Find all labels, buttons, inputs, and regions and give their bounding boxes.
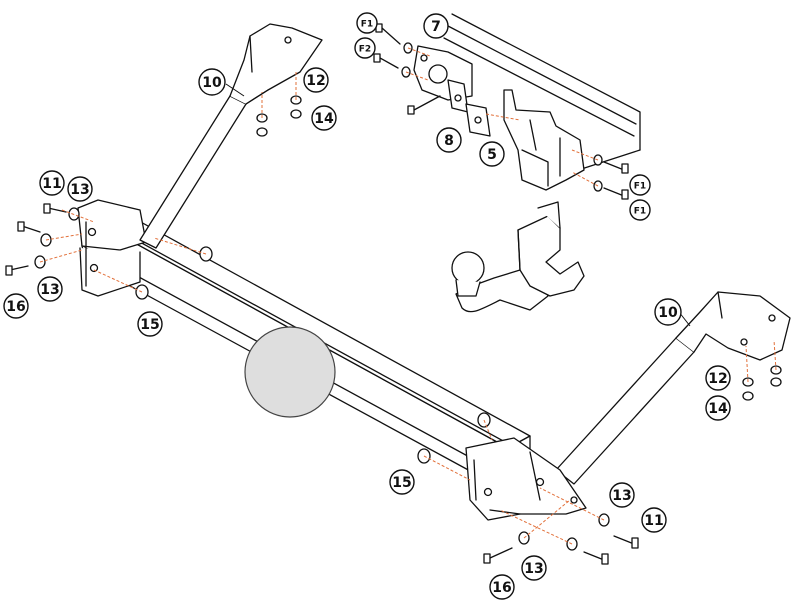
- bolt-icon: [373, 53, 399, 69]
- callout-c11a: 11: [39, 170, 65, 196]
- callout-number: 8: [444, 133, 454, 149]
- callout-c16a: 16: [3, 293, 29, 319]
- right-mounting-bracket: [465, 437, 587, 521]
- callout-c11b: 11: [641, 507, 667, 533]
- callout-c10a: 10: [198, 68, 226, 96]
- bolt-icon: [375, 23, 401, 45]
- callout-number: 12: [708, 371, 727, 387]
- bolt-icon: [5, 265, 29, 276]
- callout-c12b: 12: [705, 365, 731, 391]
- callout-c15b: 15: [389, 469, 415, 495]
- bolt-icon: [17, 221, 41, 233]
- callout-circle: [489, 574, 515, 600]
- callout-cF1a: F1: [356, 12, 378, 34]
- bolt-icon: [613, 535, 639, 549]
- hitch-ball: [451, 251, 485, 297]
- callout-number: 7: [431, 19, 441, 35]
- callout-circle: [137, 311, 163, 337]
- hitch-socket-body: [503, 89, 585, 191]
- callout-c14a: 14: [311, 105, 337, 131]
- callout-number: 14: [708, 401, 728, 417]
- callout-cF2: F2: [354, 37, 376, 59]
- assembly-guide-lines: [39, 47, 777, 545]
- callout-circle: [609, 482, 635, 508]
- callout-number: 13: [70, 182, 89, 198]
- callout-cF1c: F1: [629, 199, 651, 221]
- callout-number: F2: [359, 45, 371, 55]
- ball-neck: [455, 201, 585, 313]
- callout-circle: [39, 170, 65, 196]
- callout-circle: [354, 37, 376, 59]
- callout-circle: [641, 507, 667, 533]
- callout-number: 16: [6, 299, 25, 315]
- callout-c14b: 14: [705, 395, 731, 421]
- callout-number: 15: [392, 475, 411, 491]
- ball-clearance-zone: [244, 326, 336, 418]
- callout-c13b: 13: [37, 276, 63, 302]
- callout-circle: [479, 141, 505, 167]
- callout-c15a: 15: [137, 311, 163, 337]
- socket-bracket: [447, 79, 469, 113]
- callout-c16b: 16: [489, 574, 515, 600]
- callout-c13c: 13: [609, 482, 635, 508]
- callout-circle: [198, 68, 226, 96]
- callout-c13d: 13: [521, 555, 547, 581]
- callout-circle: [705, 365, 731, 391]
- nut-icon: [256, 127, 268, 137]
- callout-c13a: 13: [67, 176, 93, 202]
- callout-number: 13: [612, 488, 631, 504]
- callout-cF1b: F1: [629, 174, 651, 196]
- left-side-arm: [139, 23, 323, 249]
- callout-number: 16: [492, 580, 511, 596]
- callout-number: 11: [42, 176, 61, 192]
- bolt-icon: [583, 551, 609, 565]
- callout-number: 11: [644, 513, 663, 529]
- switch-bracket: [465, 103, 491, 137]
- bolt-icon: [483, 547, 513, 564]
- callout-circle: [423, 13, 449, 39]
- callout-circle: [67, 176, 93, 202]
- callout-number: 5: [487, 147, 497, 163]
- left-hardware: [5, 95, 302, 300]
- left-mounting-bracket: [77, 199, 147, 297]
- callout-circle: [311, 105, 337, 131]
- right-side-arm: [555, 291, 791, 485]
- callout-circle: [521, 555, 547, 581]
- callout-number: 13: [40, 282, 59, 298]
- socket-hardware: [373, 23, 629, 200]
- nut-icon: [770, 377, 782, 387]
- callout-circle: [629, 199, 651, 221]
- callout-number: 14: [314, 111, 334, 127]
- callout-c10b: 10: [654, 298, 682, 326]
- callout-c8: 8: [436, 127, 462, 153]
- callout-circle: [3, 293, 29, 319]
- callout-number: 13: [524, 561, 543, 577]
- callout-c12a: 12: [303, 67, 329, 93]
- callout-circle: [629, 174, 651, 196]
- callout-circle: [303, 67, 329, 93]
- callout-c7: 7: [423, 13, 449, 39]
- bolt-icon: [603, 161, 629, 174]
- callout-circle: [389, 469, 415, 495]
- callout-number: F1: [361, 20, 373, 30]
- callout-circle: [654, 298, 682, 326]
- bolt-icon: [603, 187, 629, 200]
- callout-number: F1: [634, 207, 646, 217]
- nut-icon: [290, 109, 302, 119]
- bolt-icon: [43, 203, 67, 214]
- callout-number: F1: [634, 182, 646, 192]
- callout-circle: [356, 12, 378, 34]
- callout-c5: 5: [479, 141, 505, 167]
- callout-circle: [37, 276, 63, 302]
- callout-number: 12: [306, 73, 325, 89]
- bolt-icon: [407, 95, 441, 115]
- callout-circle: [436, 127, 462, 153]
- callout-number: 10: [658, 305, 678, 321]
- callout-circle: [705, 395, 731, 421]
- callout-number: 15: [140, 317, 159, 333]
- nut-icon: [742, 391, 754, 401]
- callout-number: 10: [202, 75, 222, 91]
